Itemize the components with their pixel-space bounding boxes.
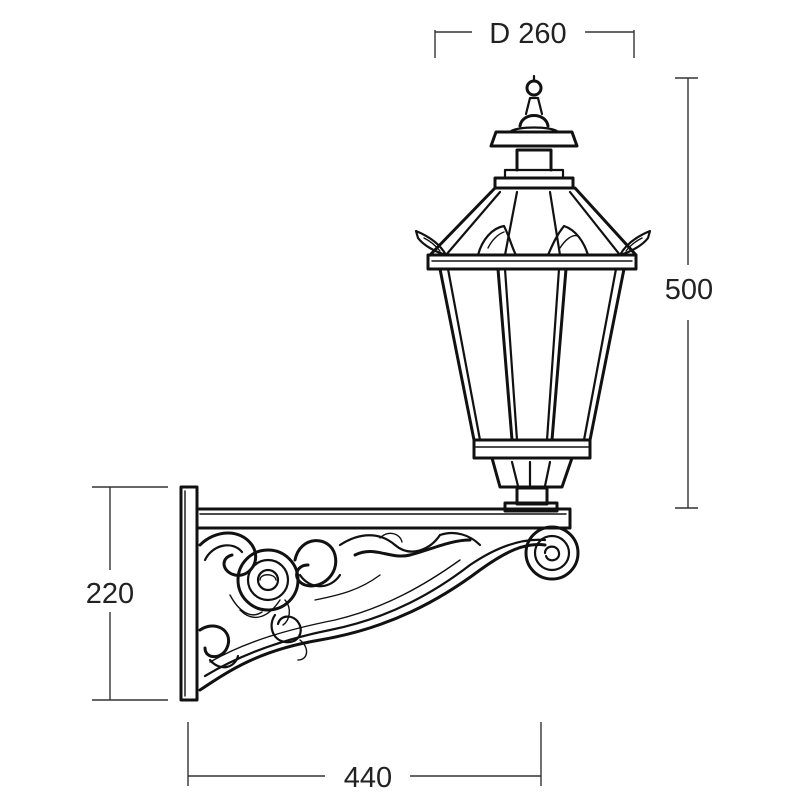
bracket-arm	[195, 507, 572, 530]
projection-label: 440	[344, 762, 392, 794]
lantern-body	[426, 253, 638, 460]
bracket-height-label: 220	[86, 578, 134, 610]
lantern-fitter	[490, 456, 574, 513]
lantern-roof	[428, 74, 638, 257]
height-dimension: 500	[665, 77, 713, 509]
projection-dimension: 440	[187, 722, 542, 794]
bracket-height-dimension: 220	[86, 486, 168, 701]
diameter-label: D 260	[489, 18, 566, 50]
height-label: 500	[665, 274, 713, 306]
roof-ornaments	[414, 224, 652, 257]
scroll-bracket	[198, 525, 580, 692]
wall-plate	[179, 485, 199, 702]
diameter-dimension: D 260	[434, 18, 635, 58]
